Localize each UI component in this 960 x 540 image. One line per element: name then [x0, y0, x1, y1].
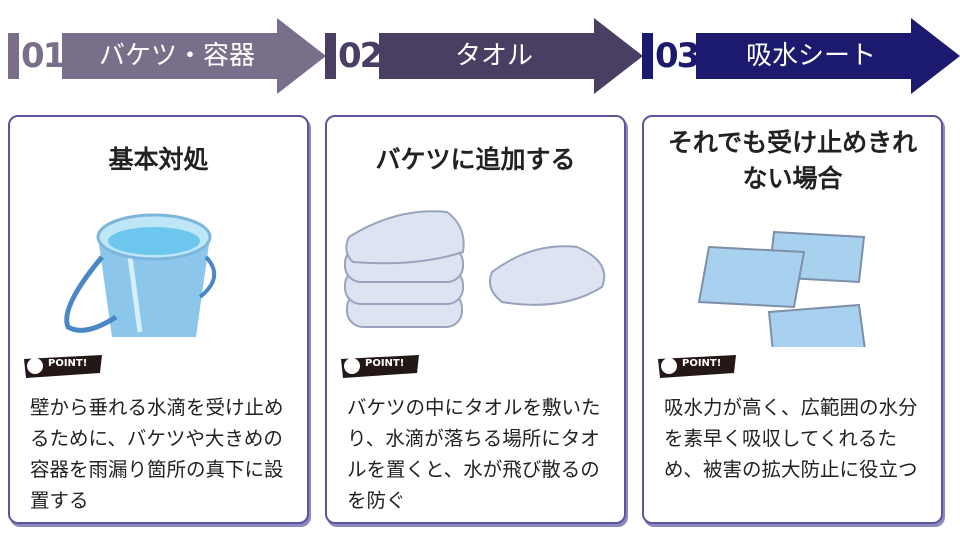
towels-icon	[344, 210, 606, 328]
point-badge: POINT!	[654, 353, 738, 379]
step-number: 01	[21, 36, 66, 76]
card-absorbent-sheet: それでも受け止めきれない場合 POINT! 吸水力が高く、広範囲の水分を素早く吸…	[642, 115, 943, 524]
card-title: それでも受け止めきれない場合	[667, 128, 918, 193]
step-label: バケツ・容器	[98, 41, 255, 71]
point-badge: POINT!	[337, 353, 421, 379]
bucket-icon	[64, 213, 217, 337]
step-3-header: 03 吸水シート	[642, 18, 960, 94]
card-description: 壁から垂れる水滴を受け止めるために、バケツや大きめの容器を雨漏り箇所の真下に設置…	[30, 396, 284, 512]
step-bar	[8, 33, 19, 79]
step-label: タオル	[454, 41, 533, 71]
step-1-header: 01 バケツ・容器	[8, 18, 326, 94]
arrow-icon	[696, 18, 960, 94]
step-bar	[642, 33, 653, 79]
arrow-icon	[62, 18, 326, 94]
step-label: 吸水シート	[745, 41, 876, 71]
card-towel: バケツに追加する POINT! バケツの中にタオルを敷いたり、水滴が落ちる場所に…	[325, 115, 626, 524]
card-description: バケツの中にタオルを敷いたり、水滴が落ちる場所にタオルを置くと、水が飛び散るのを…	[347, 396, 601, 512]
step-number: 02	[338, 36, 383, 76]
step-2-header: 02 タオル	[325, 18, 643, 94]
step-number: 03	[655, 36, 700, 76]
arrow-icon	[379, 18, 643, 94]
point-badge: POINT!	[20, 353, 104, 379]
card-bucket: 基本対処 POINT! 壁から垂れる水滴を受け止めるために、バケツや大きめの容器…	[8, 115, 309, 524]
card-title: 基本対処	[108, 145, 209, 174]
card-description: 吸水力が高く、広範囲の水分を素早く吸収してくれるため、被害の拡大防止に役立つ	[664, 396, 918, 481]
absorbent-sheets-icon	[697, 230, 866, 347]
step-bar	[325, 33, 336, 79]
card-title: バケツに追加する	[375, 145, 576, 174]
